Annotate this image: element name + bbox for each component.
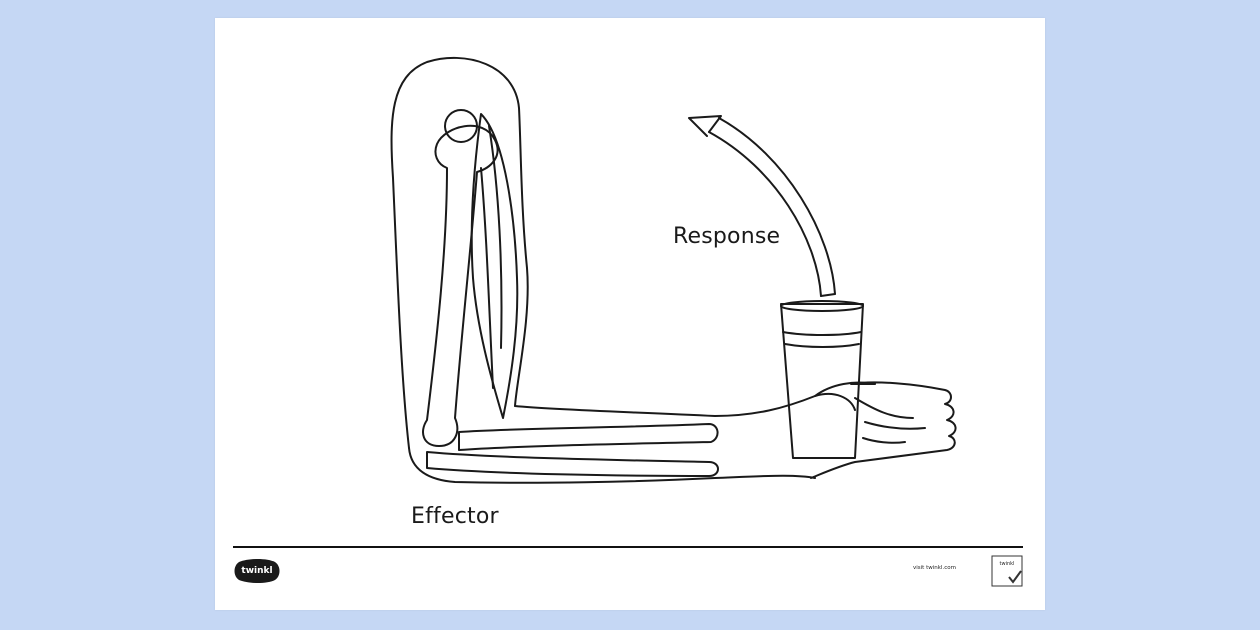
forearm-outline [514, 392, 856, 417]
effector-label: Effector [411, 504, 499, 529]
water-line [782, 331, 862, 336]
logo-text: twinkl [241, 566, 273, 576]
website-link[interactable]: visit twinkl.com [913, 565, 956, 571]
hand [810, 381, 957, 479]
radius-bone [458, 423, 719, 451]
glass [780, 303, 864, 459]
quality-badge: twinkl [991, 555, 1023, 587]
response-arrow [708, 131, 822, 297]
ulna-bone [426, 451, 719, 477]
humerus-bone [422, 124, 499, 447]
twinkl-logo: twinkl [233, 558, 281, 584]
arrow-head [688, 115, 722, 137]
response-label: Response [673, 224, 781, 249]
badge-text: twinkl [999, 561, 1015, 567]
arm-response-diagram [390, 56, 957, 484]
biceps-muscle [470, 113, 519, 419]
footer-divider [233, 546, 1023, 548]
upper-arm-outline [390, 56, 529, 449]
worksheet-page: Response Effector twinkl visit twinkl.co… [215, 18, 1045, 610]
